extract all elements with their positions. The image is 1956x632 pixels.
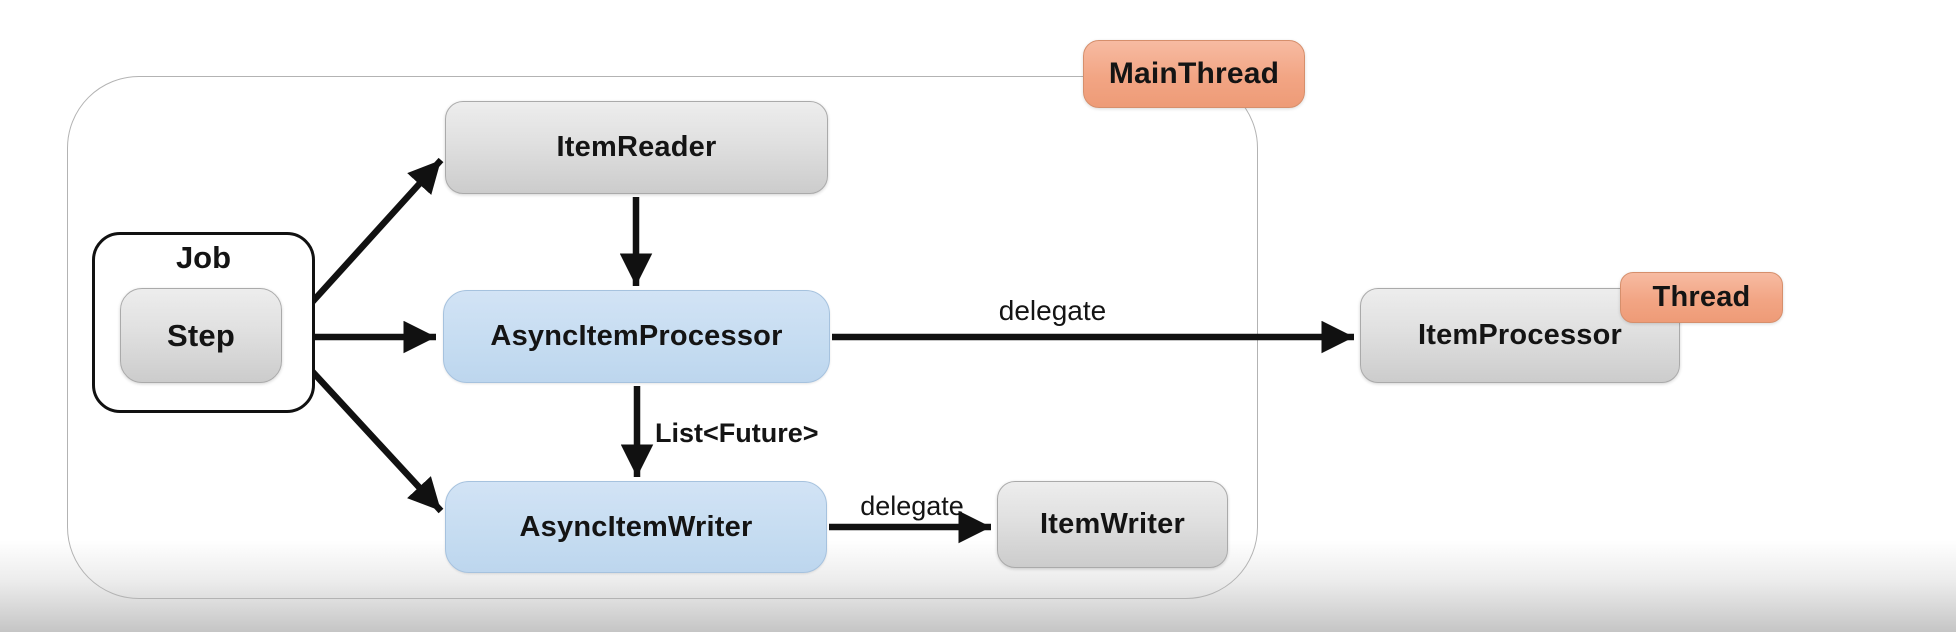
node-async-item-writer: AsyncItemWriter (445, 481, 827, 573)
edge-label-delegate-processor: delegate (998, 295, 1107, 326)
node-item-writer: ItemWriter (997, 481, 1228, 568)
node-item-reader: ItemReader (445, 101, 828, 194)
edge-label-delegate-writer: delegate (860, 491, 964, 521)
node-async-item-processor: AsyncItemProcessor (443, 290, 830, 383)
main-thread-badge: MainThread (1083, 40, 1305, 108)
thread-badge: Thread (1620, 272, 1783, 323)
node-step: Step (120, 288, 282, 383)
edge-label-list-future: List<Future> (655, 418, 819, 448)
job-group-label: Job (175, 240, 232, 275)
